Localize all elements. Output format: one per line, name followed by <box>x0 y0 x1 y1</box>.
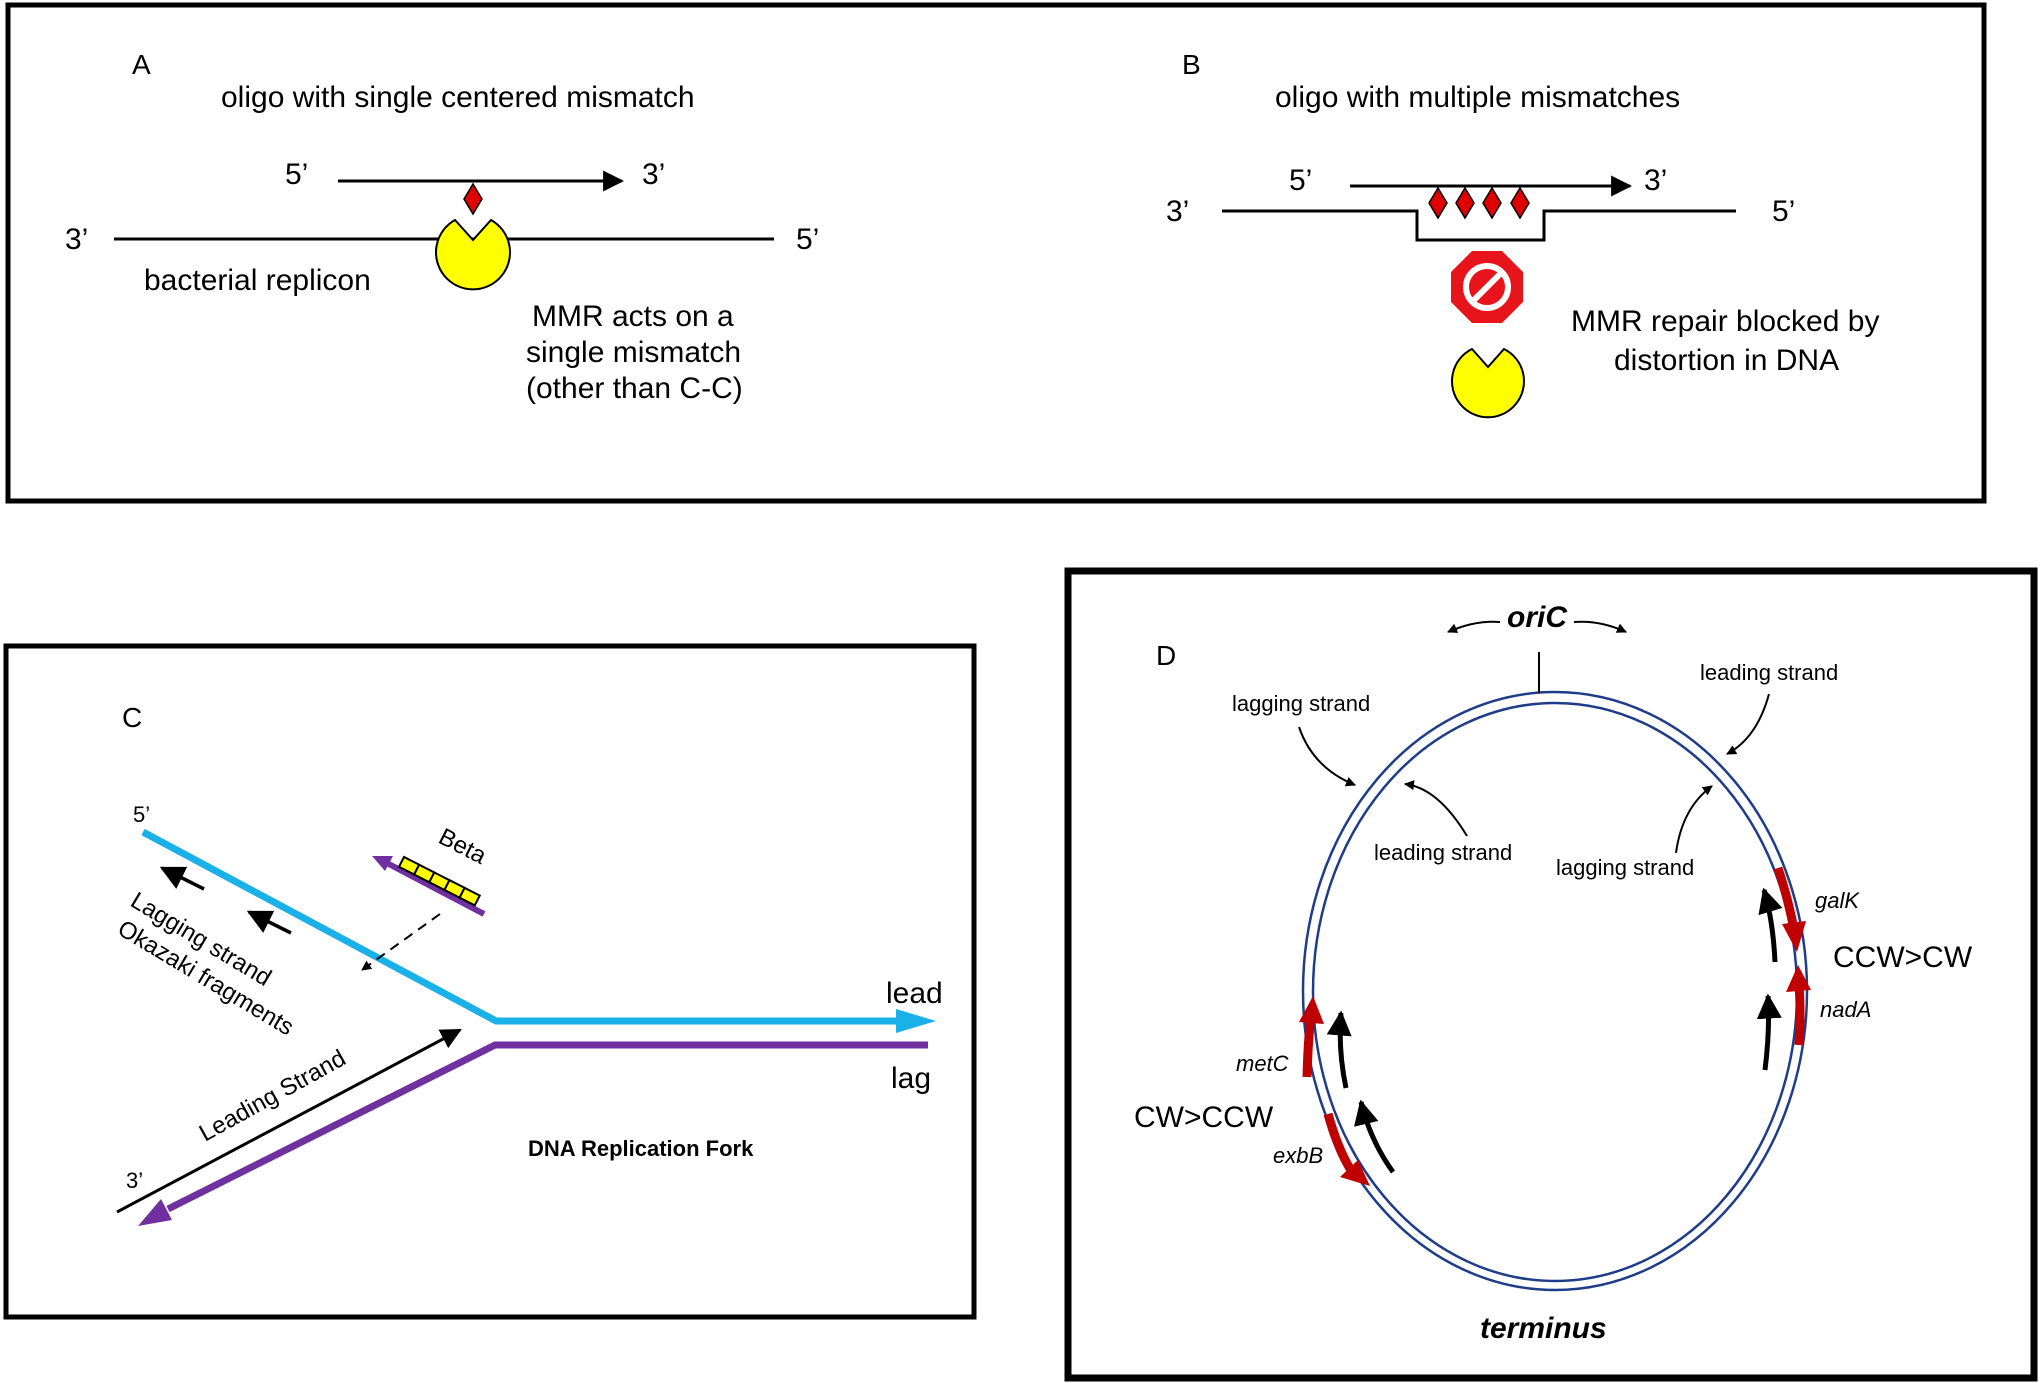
panel-d-galk-label: galK <box>1815 888 1860 913</box>
panel-b-replicon-5prime: 5’ <box>1772 195 1795 228</box>
panel-a-mmr-pacman <box>435 218 511 291</box>
panel-d-lagging-outer-arrow <box>1298 726 1356 787</box>
panel-b-oligo-5prime: 5’ <box>1289 164 1312 197</box>
panel-d-leading-inner: leading strand <box>1374 840 1512 865</box>
panel-c-lead-label: lead <box>886 977 943 1010</box>
panel-d-metc-label: metC <box>1236 1051 1289 1076</box>
panel-d-leading-inner-arrow <box>1404 780 1468 837</box>
panel-a: A oligo with single centered mismatch 5’… <box>65 49 819 405</box>
panel-a-mmr-line3: (other than C-C) <box>526 372 743 405</box>
panel-d-nada-label: nadA <box>1820 997 1871 1022</box>
panel-a-replicon-3prime: 3’ <box>65 223 88 256</box>
panel-b-mismatch-diamond <box>1510 186 1530 220</box>
panel-d-oric-arrow-left <box>1447 620 1501 633</box>
panel-b-mmr-line2: distortion in DNA <box>1614 344 1839 377</box>
panel-a-letter: A <box>132 49 151 80</box>
panel-d-arrow-upper-left <box>1326 1010 1352 1089</box>
panel-d-arrow-lower-right <box>1756 993 1782 1071</box>
panel-d-letter: D <box>1156 640 1176 671</box>
panel-c-beta-primer <box>383 859 486 917</box>
panel-d-terminus: terminus <box>1480 1312 1607 1345</box>
panel-c-cyan-strand <box>141 828 896 1025</box>
panel-c-purple-arrowhead <box>138 1199 172 1226</box>
panel-a-mmr-line2: single mismatch <box>526 336 741 369</box>
panel-d-metc-arrowhead <box>1299 996 1324 1024</box>
panel-b-letter: B <box>1182 49 1201 80</box>
panel-d-cw-ccw-label: CW>CCW <box>1134 1101 1274 1134</box>
panel-c: C 5’ lead lag Lagging strand Okazaki fra… <box>113 702 943 1226</box>
panel-b-replicon-line <box>1222 209 1736 242</box>
panel-c-letter: C <box>122 702 142 733</box>
panel-a-mmr-line1: MMR acts on a <box>532 300 734 333</box>
panel-b-title: oligo with multiple mismatches <box>1275 81 1680 114</box>
panel-d-lagging-outer: lagging strand <box>1232 691 1370 716</box>
panel-b: B oligo with multiple mismatches 5’ 3’ 3… <box>1166 49 1879 419</box>
panel-c-lag-label: lag <box>891 1062 931 1095</box>
panel-d-arrow-upper-right <box>1758 887 1783 963</box>
panel-d-oric-arrow-right <box>1573 620 1627 633</box>
panel-d-exbb-arrowhead <box>1340 1160 1370 1186</box>
panel-d-galk-segment <box>1773 866 1799 931</box>
panel-d-leading-outer-arrow <box>1726 693 1770 755</box>
panel-c-border <box>3 643 977 1320</box>
panel-c-okazaki-fragment <box>246 910 292 935</box>
panel-c-5prime: 5’ <box>133 802 150 827</box>
panel-d-metc-segment <box>1302 1014 1316 1078</box>
panel-d-lagging-inner-arrow <box>1675 785 1713 854</box>
panel-a-mismatch-diamond <box>463 182 483 216</box>
panel-c-purple-strand <box>166 1041 928 1213</box>
panel-c-3prime: 3’ <box>126 1168 143 1193</box>
panel-b-mismatch-diamonds <box>1428 186 1530 220</box>
panel-b-mmr-pacman <box>1451 347 1525 419</box>
panel-c-okazaki-fragment <box>159 866 205 891</box>
panel-d-ccw-cw-label: CCW>CW <box>1833 941 1973 974</box>
beta-clamp-icon <box>397 855 482 907</box>
panel-d-nada-arrowhead <box>1786 965 1811 992</box>
panel-c-caption: DNA Replication Fork <box>528 1136 754 1161</box>
panel-d-lagging-inner: lagging strand <box>1556 855 1694 880</box>
stop-sign-icon <box>1451 251 1523 323</box>
panel-ab-border <box>5 2 1987 504</box>
panel-a-oligo-3prime: 3’ <box>642 158 665 191</box>
panel-b-mmr-line1: MMR repair blocked by <box>1571 305 1879 338</box>
panel-c-beta-label: Beta <box>434 823 491 870</box>
panel-d-exbb-label: exbB <box>1273 1143 1323 1168</box>
panel-d-inner-ring <box>1311 701 1799 1283</box>
panel-c-cyan-arrowhead <box>896 1009 936 1033</box>
panel-a-replicon-label: bacterial replicon <box>144 264 371 297</box>
panel-a-title: oligo with single centered mismatch <box>221 81 695 114</box>
panel-d-arrow-lower-left <box>1354 1099 1396 1174</box>
panel-b-oligo-3prime: 3’ <box>1644 164 1667 197</box>
panel-c-beta-arrowhead <box>372 856 393 871</box>
panel-d-outer-ring <box>1301 690 1809 1292</box>
panel-d-oric: oriC <box>1507 601 1568 634</box>
panel-d: D oriC lagging strand leading strand lea… <box>1134 601 1973 1345</box>
panel-d-border <box>1064 567 2038 1382</box>
panel-b-mismatch-diamond <box>1455 186 1475 220</box>
panel-d-leading-outer: leading strand <box>1700 660 1838 685</box>
panel-c-leading-arrow <box>116 1028 462 1214</box>
panel-d-nada-segment <box>1794 984 1805 1046</box>
panel-b-mismatch-diamond <box>1482 186 1502 220</box>
panel-a-oligo-5prime: 5’ <box>285 158 308 191</box>
panel-b-mismatch-diamond <box>1428 186 1448 220</box>
panel-b-replicon-3prime: 3’ <box>1166 195 1189 228</box>
panel-d-galk-arrowhead <box>1782 921 1806 952</box>
panel-c-beta-dashed-arrow <box>361 913 441 971</box>
panel-a-replicon-5prime: 5’ <box>796 223 819 256</box>
